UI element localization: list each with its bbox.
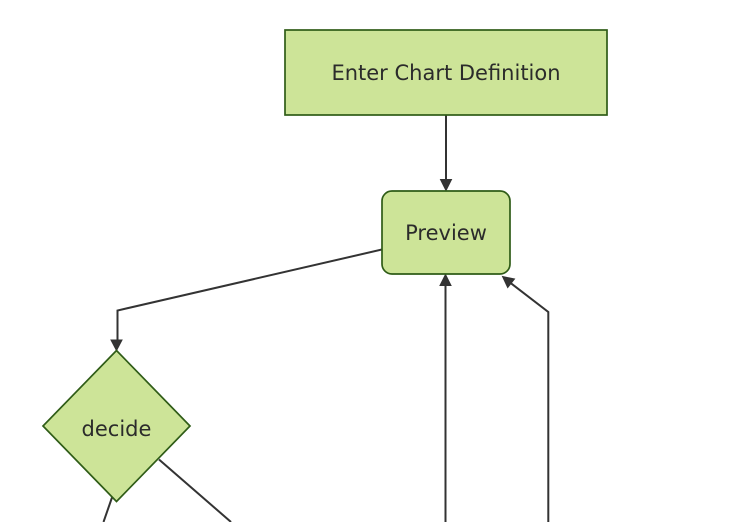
edge-line [102,497,113,522]
node-enter-chart-definition: Enter Chart Definition [284,29,608,116]
node-decide-label: decide [82,417,152,441]
edge-decide-to-offscreen-left [102,497,113,522]
arrowhead-up-left-icon [501,275,516,289]
arrowhead-down-icon [439,179,453,192]
edge-enter-chart-definition-to-preview [439,115,453,192]
edge-preview-to-decide [110,248,383,352]
node-decide-shape [41,349,192,503]
edge-offscreen-center-to-preview [439,273,452,522]
node-enter-chart-definition-shape [284,29,608,116]
edge-line [158,458,232,522]
edge-line [116,248,383,342]
node-preview-label: Preview [405,221,487,245]
node-decide: decide [41,349,192,503]
arrowhead-up-icon [439,273,452,286]
edge-decide-to-offscreen-right [158,458,232,522]
node-enter-chart-definition-label: Enter Chart Definition [331,61,560,85]
edge-offscreen-right-to-preview [501,275,550,522]
node-preview: Preview [381,190,511,275]
node-preview-shape [381,190,511,275]
edge-line [510,282,550,522]
arrowhead-down-icon [110,339,123,352]
